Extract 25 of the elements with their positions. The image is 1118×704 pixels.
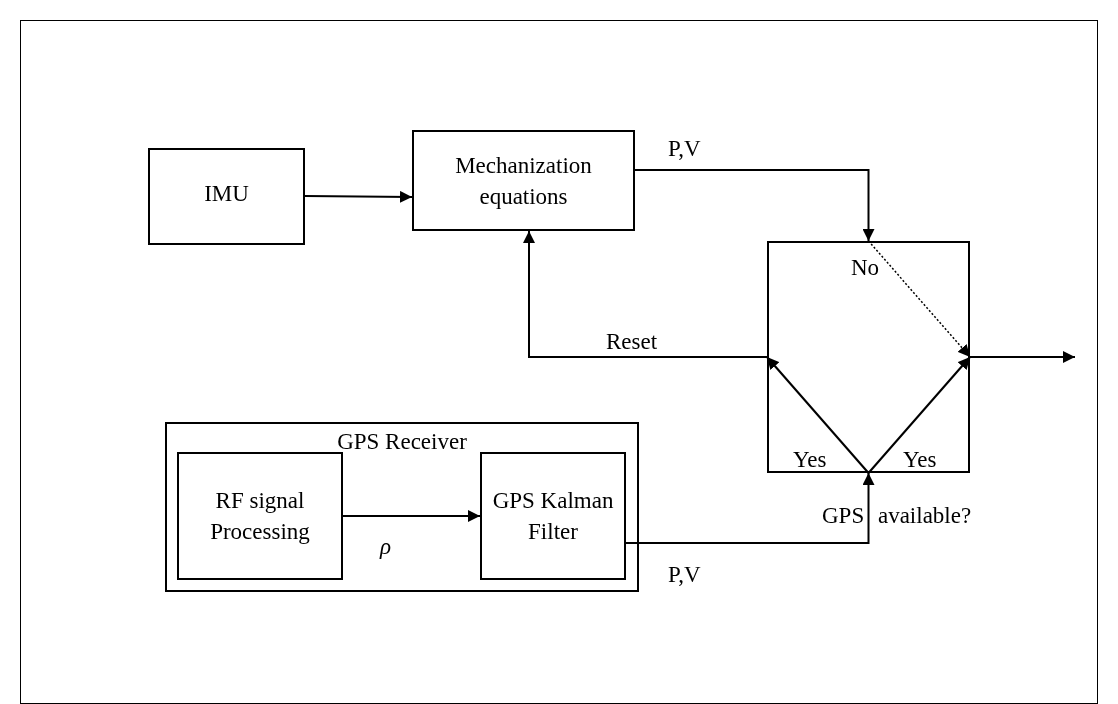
switch-box [767,241,970,473]
arrow [523,230,768,358]
path-label: No [851,256,880,279]
path-label: Yes [903,448,937,471]
box-label: Mechanization equations [454,151,593,211]
box-label: RF signal Processing [209,486,311,546]
arrow [969,351,1076,363]
edge-label: ρ [380,535,392,558]
edge-label: P,V [668,563,701,586]
box-label: IMU [203,179,250,208]
arrow [625,472,875,544]
process-box [480,452,626,580]
edge-label: Reset [606,330,658,353]
group-box [165,422,639,592]
arrow [634,169,875,242]
group-title: GPS Receiver [336,428,468,456]
process-box [177,452,343,580]
path-label: Yes [793,448,827,471]
box-label: GPS Kalman Filter [491,486,615,546]
process-box [412,130,635,231]
arrow [304,190,413,203]
arrow [342,510,481,522]
edge-label: P,V [668,137,701,160]
path-label: GPS available? [822,504,972,527]
process-box [148,148,305,245]
